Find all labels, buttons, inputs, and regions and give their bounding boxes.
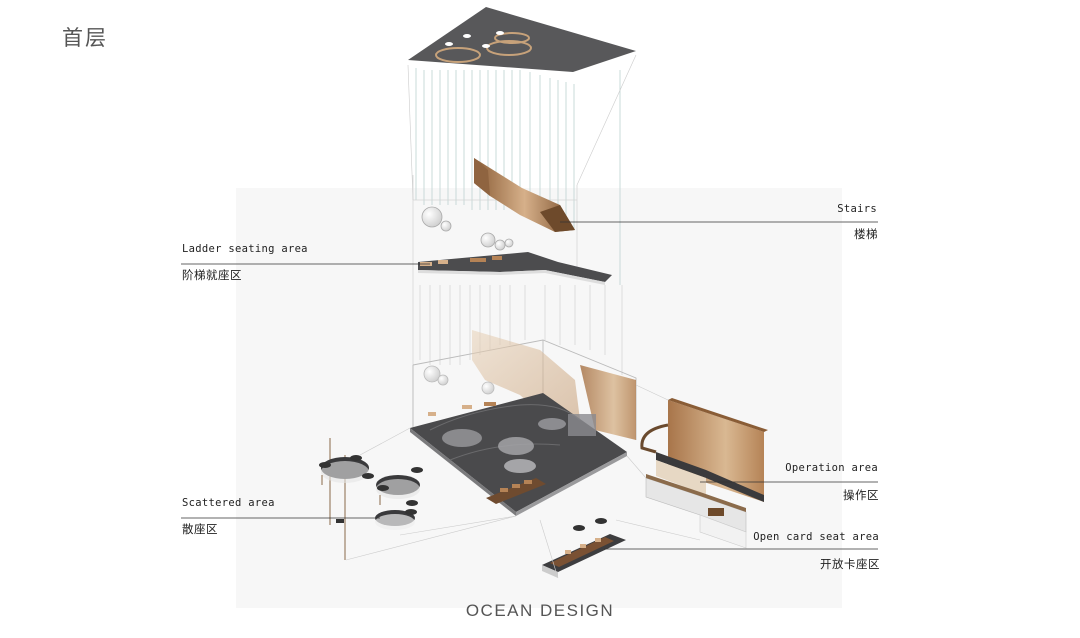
scattered-label-cn: 散座区 bbox=[182, 522, 218, 536]
ladder-seating-label-en: Ladder seating area bbox=[182, 243, 308, 255]
projection-lines bbox=[345, 54, 701, 579]
brand-logo: OCEAN DESIGN bbox=[465, 601, 615, 620]
open-card-seat-label-cn: 开放卡座区 bbox=[820, 557, 880, 571]
floor-slab bbox=[410, 393, 627, 516]
open-card-seat-exploded bbox=[542, 518, 626, 578]
stairs-volume bbox=[474, 158, 575, 232]
scattered-label-en: Scattered area bbox=[182, 497, 275, 509]
scattered-area-exploded bbox=[319, 438, 423, 560]
ceiling-plate bbox=[408, 7, 636, 72]
stairs-label-en: Stairs bbox=[837, 203, 877, 215]
operation-label-en: Operation area bbox=[785, 462, 878, 474]
callout-leaders bbox=[181, 221, 878, 550]
glass-spheres-mid bbox=[423, 365, 495, 395]
stairs-label-cn: 楼梯 bbox=[854, 227, 878, 241]
upper-glass-box bbox=[412, 175, 578, 270]
page-title: 首层 bbox=[62, 26, 108, 50]
operation-label-cn: 操作区 bbox=[843, 488, 879, 502]
suspended-lines-middle bbox=[412, 265, 623, 425]
open-card-seat-label-en: Open card seat area bbox=[753, 531, 879, 543]
operation-area-exploded bbox=[640, 398, 768, 549]
ladder-seating-label-cn: 阶梯就座区 bbox=[182, 268, 242, 282]
stair-ramp bbox=[472, 330, 580, 420]
glass-spheres-upper bbox=[421, 206, 514, 251]
